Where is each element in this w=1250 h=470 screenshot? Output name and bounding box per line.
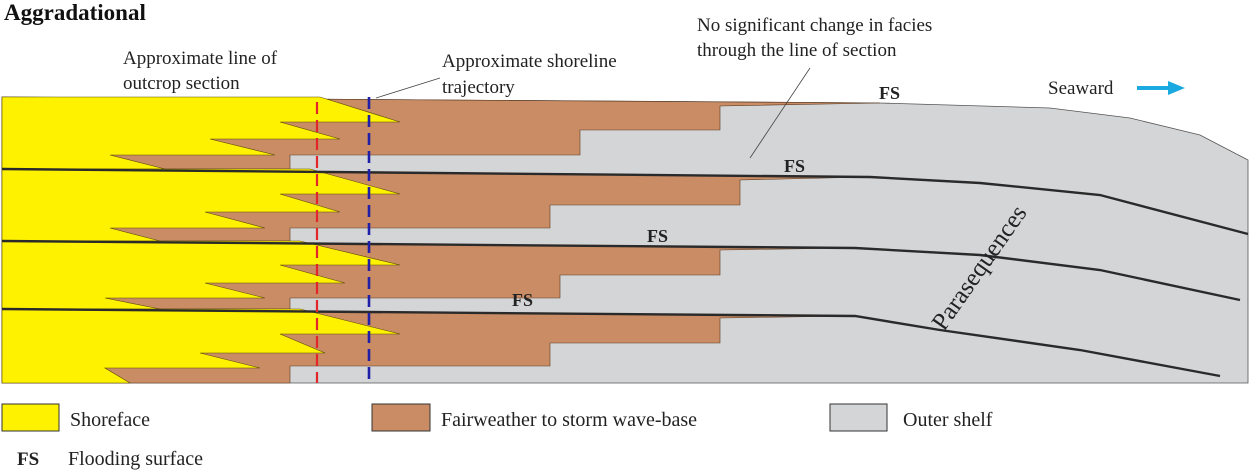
legend-label-outer-shelf: Outer shelf	[903, 409, 993, 431]
outcrop-label-line-2: outcrop section	[123, 73, 240, 94]
no-change-label-line-1: No significant change in facies	[697, 15, 932, 36]
no-change-leader-line	[749, 67, 811, 159]
shoreline-leader-line	[375, 77, 441, 99]
flooding-surface-2	[1, 239, 1241, 302]
flooding-surface-1	[1, 167, 1249, 236]
shoreline-label-line-1: Approximate shoreline	[442, 51, 617, 72]
legend-swatch-shoreface	[1, 403, 60, 432]
shoreline-label-line-2: trajectory	[442, 77, 515, 98]
outcrop-label-line-1: Approximate line of	[123, 48, 278, 69]
legend-label-shoreface: Shoreface	[70, 409, 150, 431]
legend-label-fairweather: Fairweather to storm wave-base	[441, 409, 697, 431]
no-change-label-line-2: through the line of section	[697, 40, 897, 61]
seaward-label: Seaward	[1048, 78, 1114, 99]
diagram-title: Aggradational	[4, 0, 146, 25]
fs-label-4: FS	[512, 290, 533, 310]
fs-label-1: FS	[879, 83, 900, 103]
legend-swatch-fairweather	[371, 403, 431, 432]
legend-swatch-outer-shelf	[829, 403, 888, 432]
fs-label-3: FS	[647, 226, 668, 246]
legend-fs-description: Flooding surface	[68, 448, 203, 470]
shoreface-unit-4	[1, 308, 401, 384]
seaward-arrow-icon	[1137, 81, 1185, 95]
flooding-surface-3	[1, 307, 1221, 378]
fs-label-2: FS	[784, 156, 805, 176]
legend-fs-abbrev: FS	[17, 449, 39, 470]
